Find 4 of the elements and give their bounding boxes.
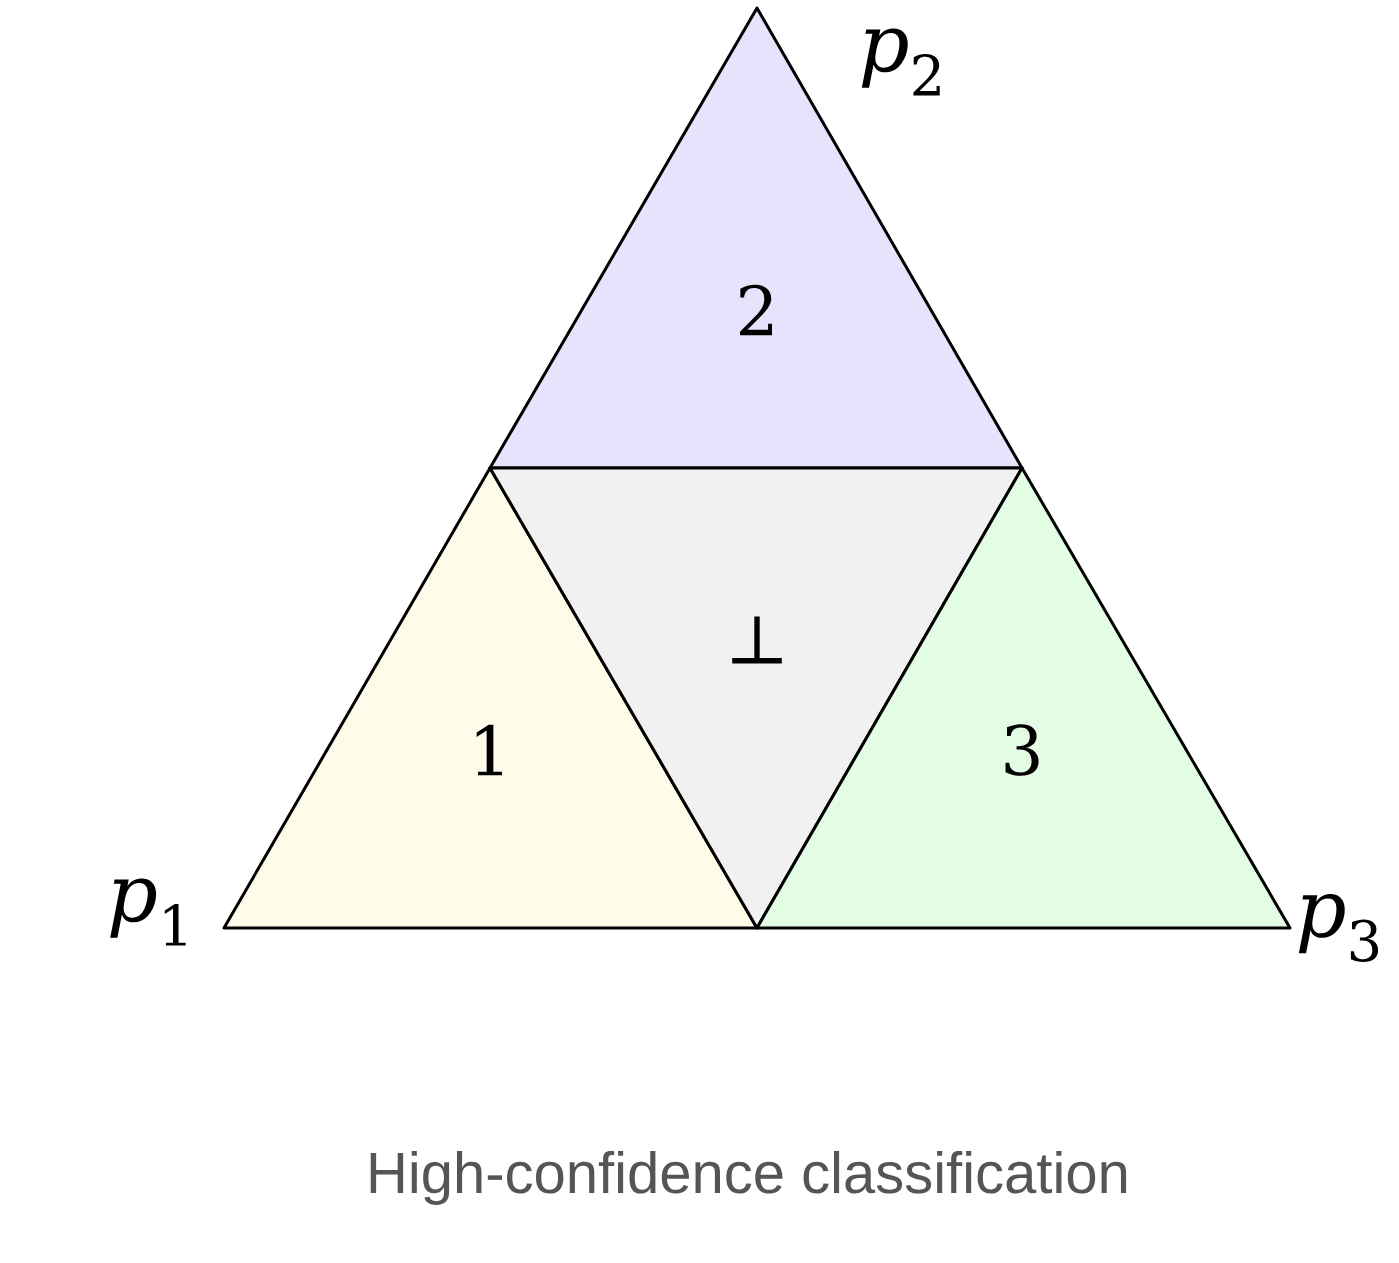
caption: High-confidence classification — [370, 1150, 1127, 1206]
vertex-label: p$_{3}$ — [1298, 894, 1379, 962]
vertex-label: p$_{2}$ — [861, 28, 940, 96]
vertex-label: p$_{1}$ — [110, 878, 186, 946]
